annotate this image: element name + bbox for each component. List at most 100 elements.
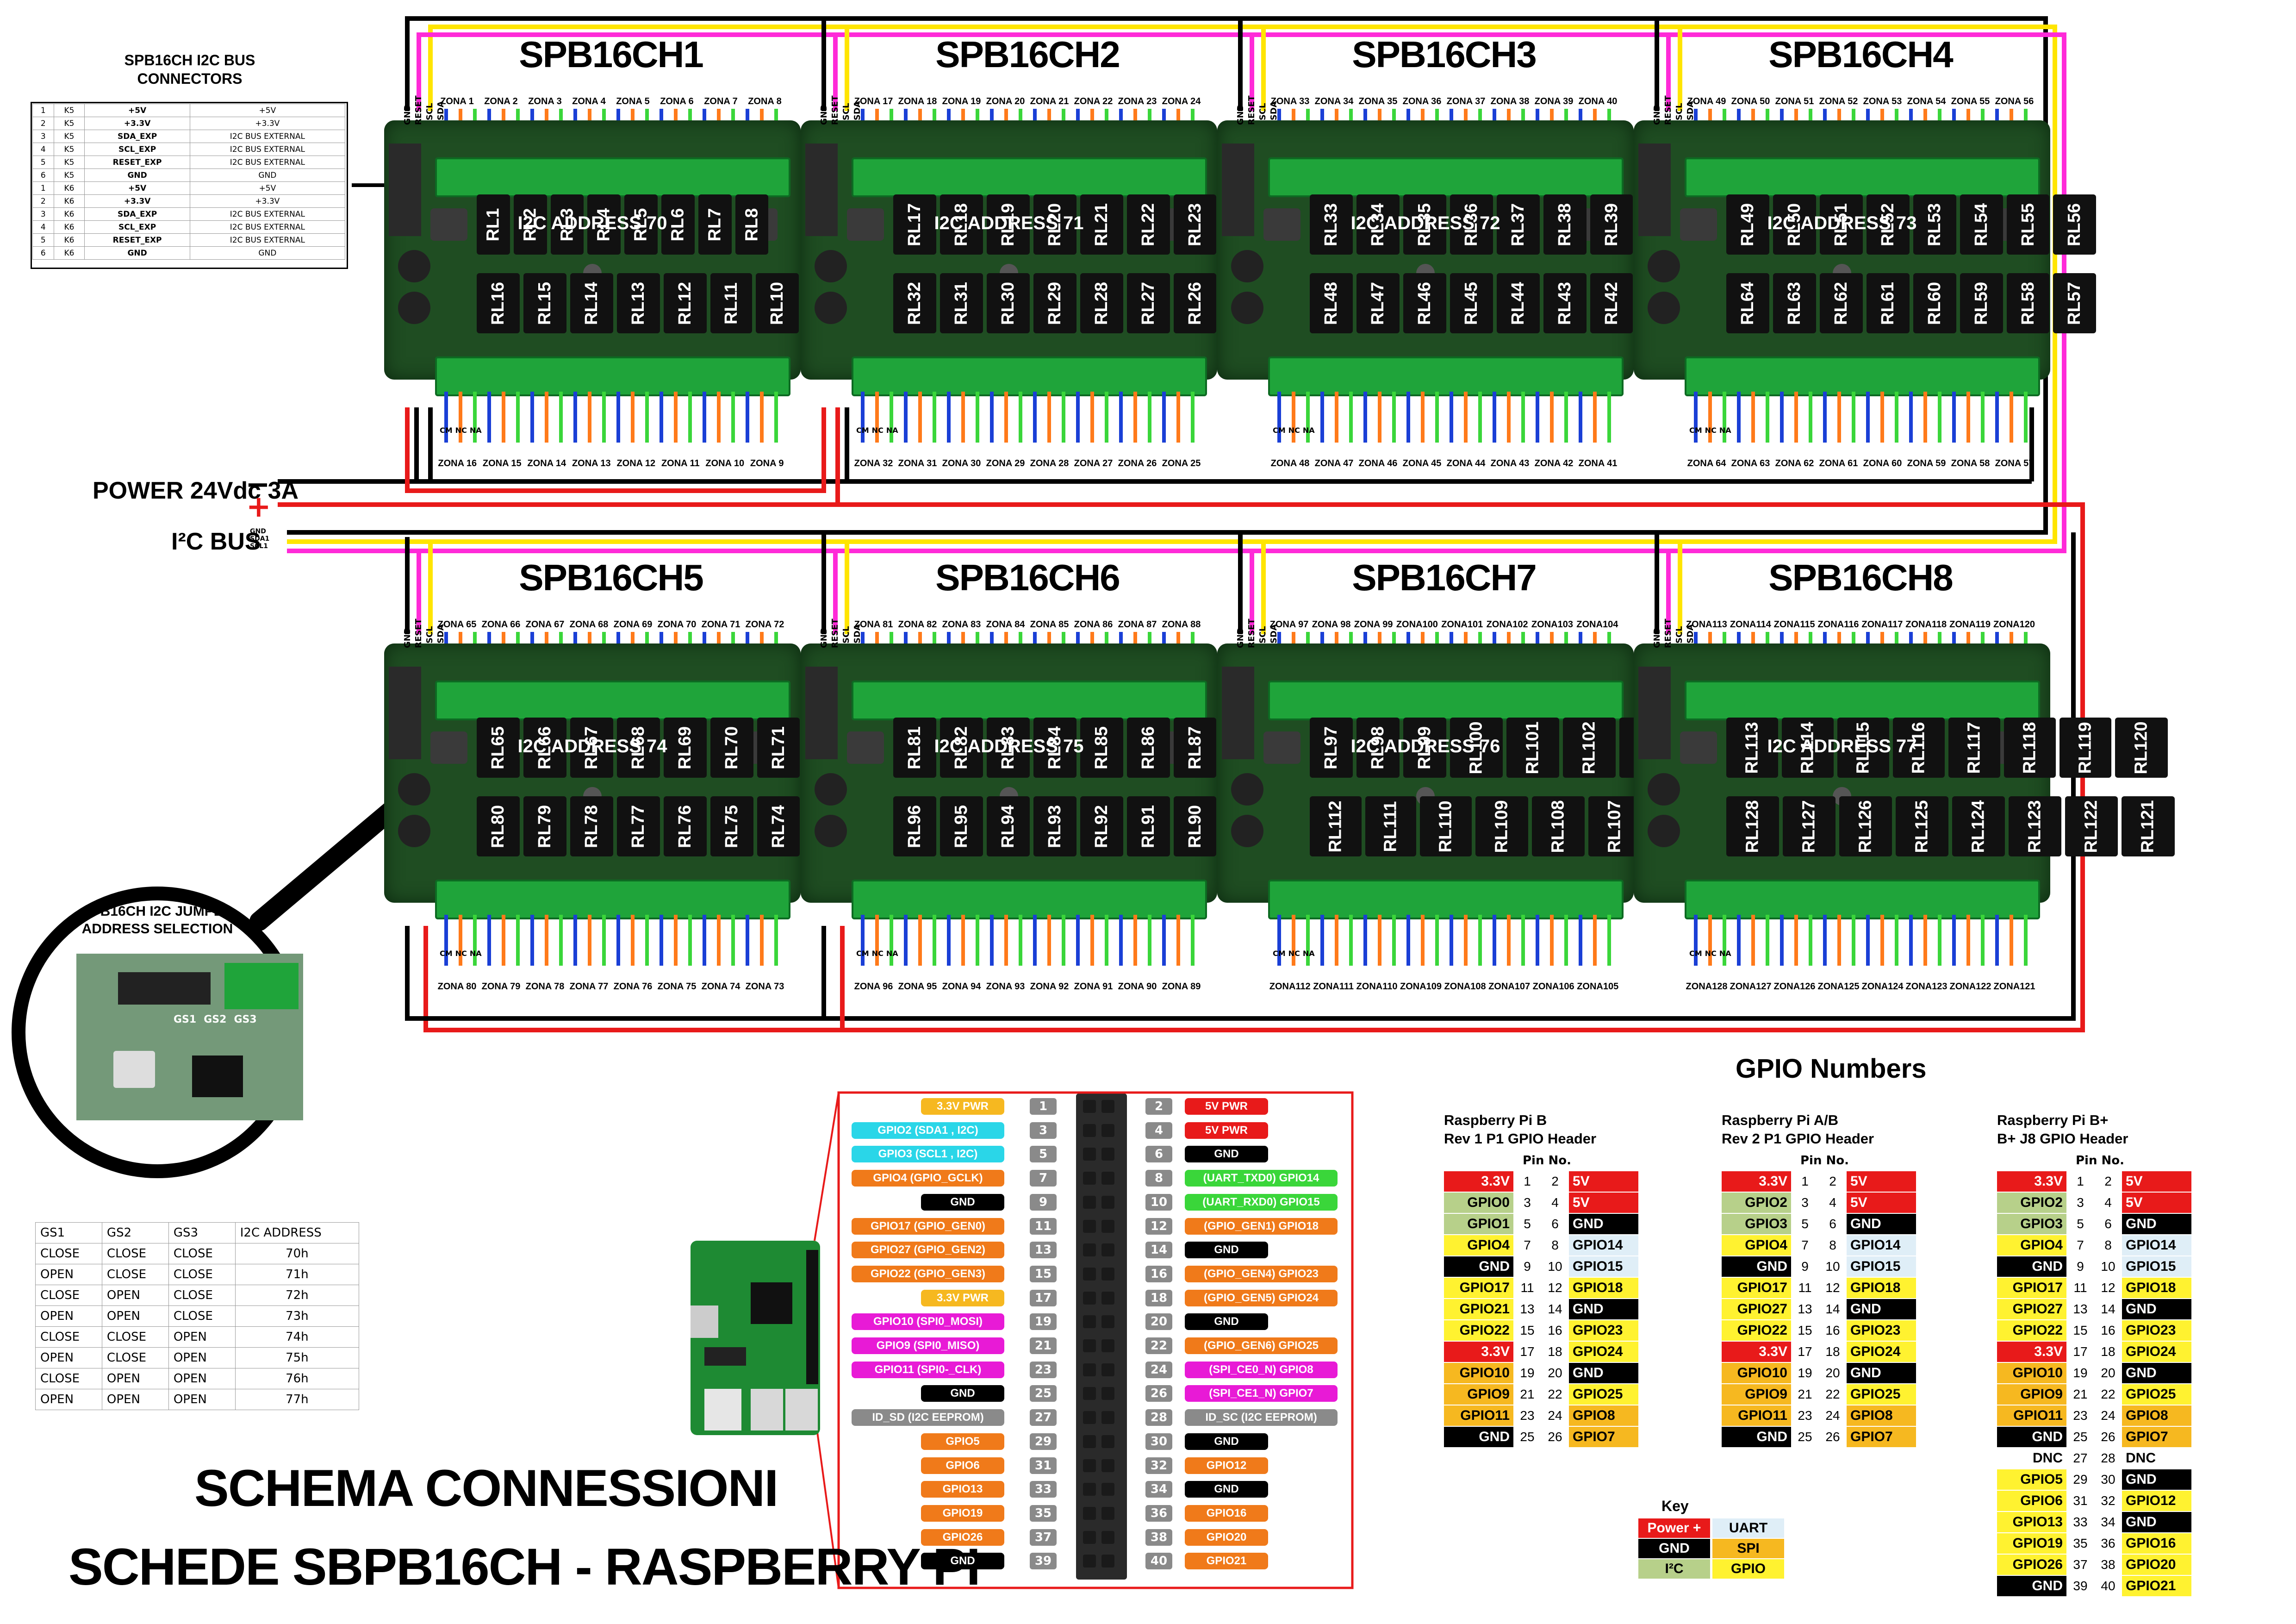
- wire-lead: [904, 915, 908, 966]
- i2c-bus-label: I²C BUS: [171, 528, 261, 555]
- relay: RL116: [1892, 718, 1945, 778]
- gpio-pin-right: 14: [1548, 1302, 1562, 1316]
- wire-lead: [703, 915, 706, 966]
- relay: RL107: [1588, 796, 1641, 856]
- zone-label: ZONA110: [1356, 981, 1398, 992]
- gpio-row: GPIO2 3 4 5V: [1722, 1193, 1916, 1213]
- chip: [847, 731, 884, 764]
- wire-lead: [1047, 392, 1051, 443]
- gpio-pin-right: 2: [1551, 1174, 1559, 1188]
- gpio-pin-left: 25: [2073, 1430, 2088, 1444]
- gpio-left-name: GPIO13: [1997, 1512, 2066, 1532]
- relay: RL52: [1866, 194, 1910, 255]
- pin-label-right: (GPIO_GEN5) GPIO24: [1185, 1289, 1338, 1306]
- zone-label: ZONA112: [1269, 981, 1311, 992]
- header-pin: [1083, 1339, 1096, 1352]
- relay: RL30: [986, 273, 1030, 333]
- bus-connector: [1222, 144, 1254, 236]
- relay: RL57: [2053, 273, 2097, 333]
- zone-label: ZONA 27: [1074, 458, 1113, 468]
- zone-label: ZONA 85: [1030, 619, 1069, 630]
- zone-label: ZONA 90: [1118, 981, 1157, 992]
- gpio-right-name: GPIO14: [1847, 1235, 1916, 1255]
- gpio-left-name: GPIO4: [1444, 1235, 1513, 1255]
- bus-connector-cell: RESET_EXP: [84, 156, 190, 169]
- gpio-pin-left: 17: [2073, 1344, 2088, 1359]
- chip: [1263, 208, 1300, 241]
- capacitor: [398, 773, 430, 806]
- zone-label: ZONA 96: [854, 981, 893, 992]
- relay: RL118: [2004, 718, 2056, 778]
- wire-lead: [1105, 392, 1108, 443]
- wire-lead: [1737, 392, 1741, 443]
- relay: RL29: [1033, 273, 1076, 333]
- zone-label: ZONA 49: [1687, 96, 1726, 106]
- wire-lead: [559, 915, 563, 966]
- relay-row-bottom: RL48RL47RL46RL45RL44RL43RL42RL41: [1310, 273, 1680, 333]
- gpio-pin-left: 5: [1801, 1217, 1809, 1231]
- zone-label: ZONA 57: [1995, 458, 2034, 468]
- gpio-pin-right: 18: [1548, 1344, 1562, 1359]
- wire-lead: [1090, 915, 1094, 966]
- gpio-pin-left: 31: [2073, 1493, 2088, 1508]
- relay: RL128: [1726, 796, 1780, 856]
- gpio-pin-left: 19: [1520, 1366, 1535, 1380]
- i2c-address-label: I2C ADDRESS 76: [1350, 736, 1500, 756]
- pin-label-left: GPIO11 (SPI0-_CLK): [852, 1361, 1004, 1378]
- bus-pin-label: SDA: [1269, 624, 1279, 643]
- gpio-pin-right: 26: [1548, 1430, 1562, 1444]
- zone-label: ZONA 66: [481, 619, 521, 630]
- usb-port-1: [751, 1389, 783, 1430]
- terminal-block-bottom: [1268, 356, 1624, 396]
- wire-lead: [875, 915, 879, 966]
- relay: RL121: [2122, 796, 2175, 856]
- power-minus: −: [245, 468, 270, 502]
- relay: RL115: [1837, 718, 1889, 778]
- gpio-left-name: 3.3V: [1722, 1171, 1791, 1192]
- pin-no-label: Pin No.: [1523, 1154, 1572, 1168]
- pin-number: 5: [1030, 1146, 1057, 1163]
- wire-lead: [1450, 392, 1453, 443]
- zone-label: ZONA 53: [1863, 96, 1902, 106]
- wire-lead: [1579, 392, 1582, 443]
- gpio-column-head: Raspberry Pi B+B+ J8 GPIO Header: [1997, 1112, 2128, 1147]
- gpio-left-name: GND: [1997, 1576, 2066, 1596]
- bus-connector-cell: K6: [53, 220, 85, 234]
- gpio-row: GPIO17 11 12 GPIO18: [1722, 1278, 1916, 1298]
- bus-pin-label: SCL: [1674, 626, 1684, 643]
- zone-label: ZONA 2: [484, 96, 518, 106]
- bus-pin-label: GND: [819, 627, 829, 648]
- wire-lead: [1550, 915, 1554, 966]
- gpio-pin-right: 6: [1551, 1217, 1559, 1231]
- gpio-left-name: GPIO27: [1722, 1299, 1791, 1319]
- pin-number: 12: [1145, 1218, 1172, 1235]
- pin-number: 18: [1145, 1289, 1172, 1306]
- relay: RL31: [940, 273, 983, 333]
- terminal-block-top: [1685, 157, 2040, 197]
- pin-number: 21: [1030, 1337, 1057, 1354]
- relay: RL5: [624, 194, 658, 255]
- gpio-pin-left: 11: [1798, 1280, 1812, 1295]
- header-pin: [1083, 1315, 1096, 1329]
- bus-connector-cell: 1: [32, 181, 54, 195]
- header-pin: [1083, 1195, 1096, 1209]
- gpio-right-name: GPIO7: [1569, 1427, 1638, 1447]
- zone-label: ZONA 56: [1995, 96, 2034, 106]
- terminal-block-bottom: [1685, 880, 2040, 919]
- chip: [847, 208, 884, 241]
- gpio-pin-right: 12: [2101, 1280, 2116, 1295]
- zone-label: ZONA 34: [1314, 96, 1354, 106]
- wire-lead: [1593, 915, 1597, 966]
- zone-label: ZONA116: [1817, 619, 1859, 630]
- wire-lead: [1708, 392, 1712, 443]
- zone-label: ZONA 17: [854, 96, 893, 106]
- jumper-cell: CLOSE: [101, 1264, 169, 1285]
- zone-label: ZONA 54: [1907, 96, 1946, 106]
- bus-wire-yellow-top: [287, 25, 2057, 544]
- wire-lead: [1966, 915, 1970, 966]
